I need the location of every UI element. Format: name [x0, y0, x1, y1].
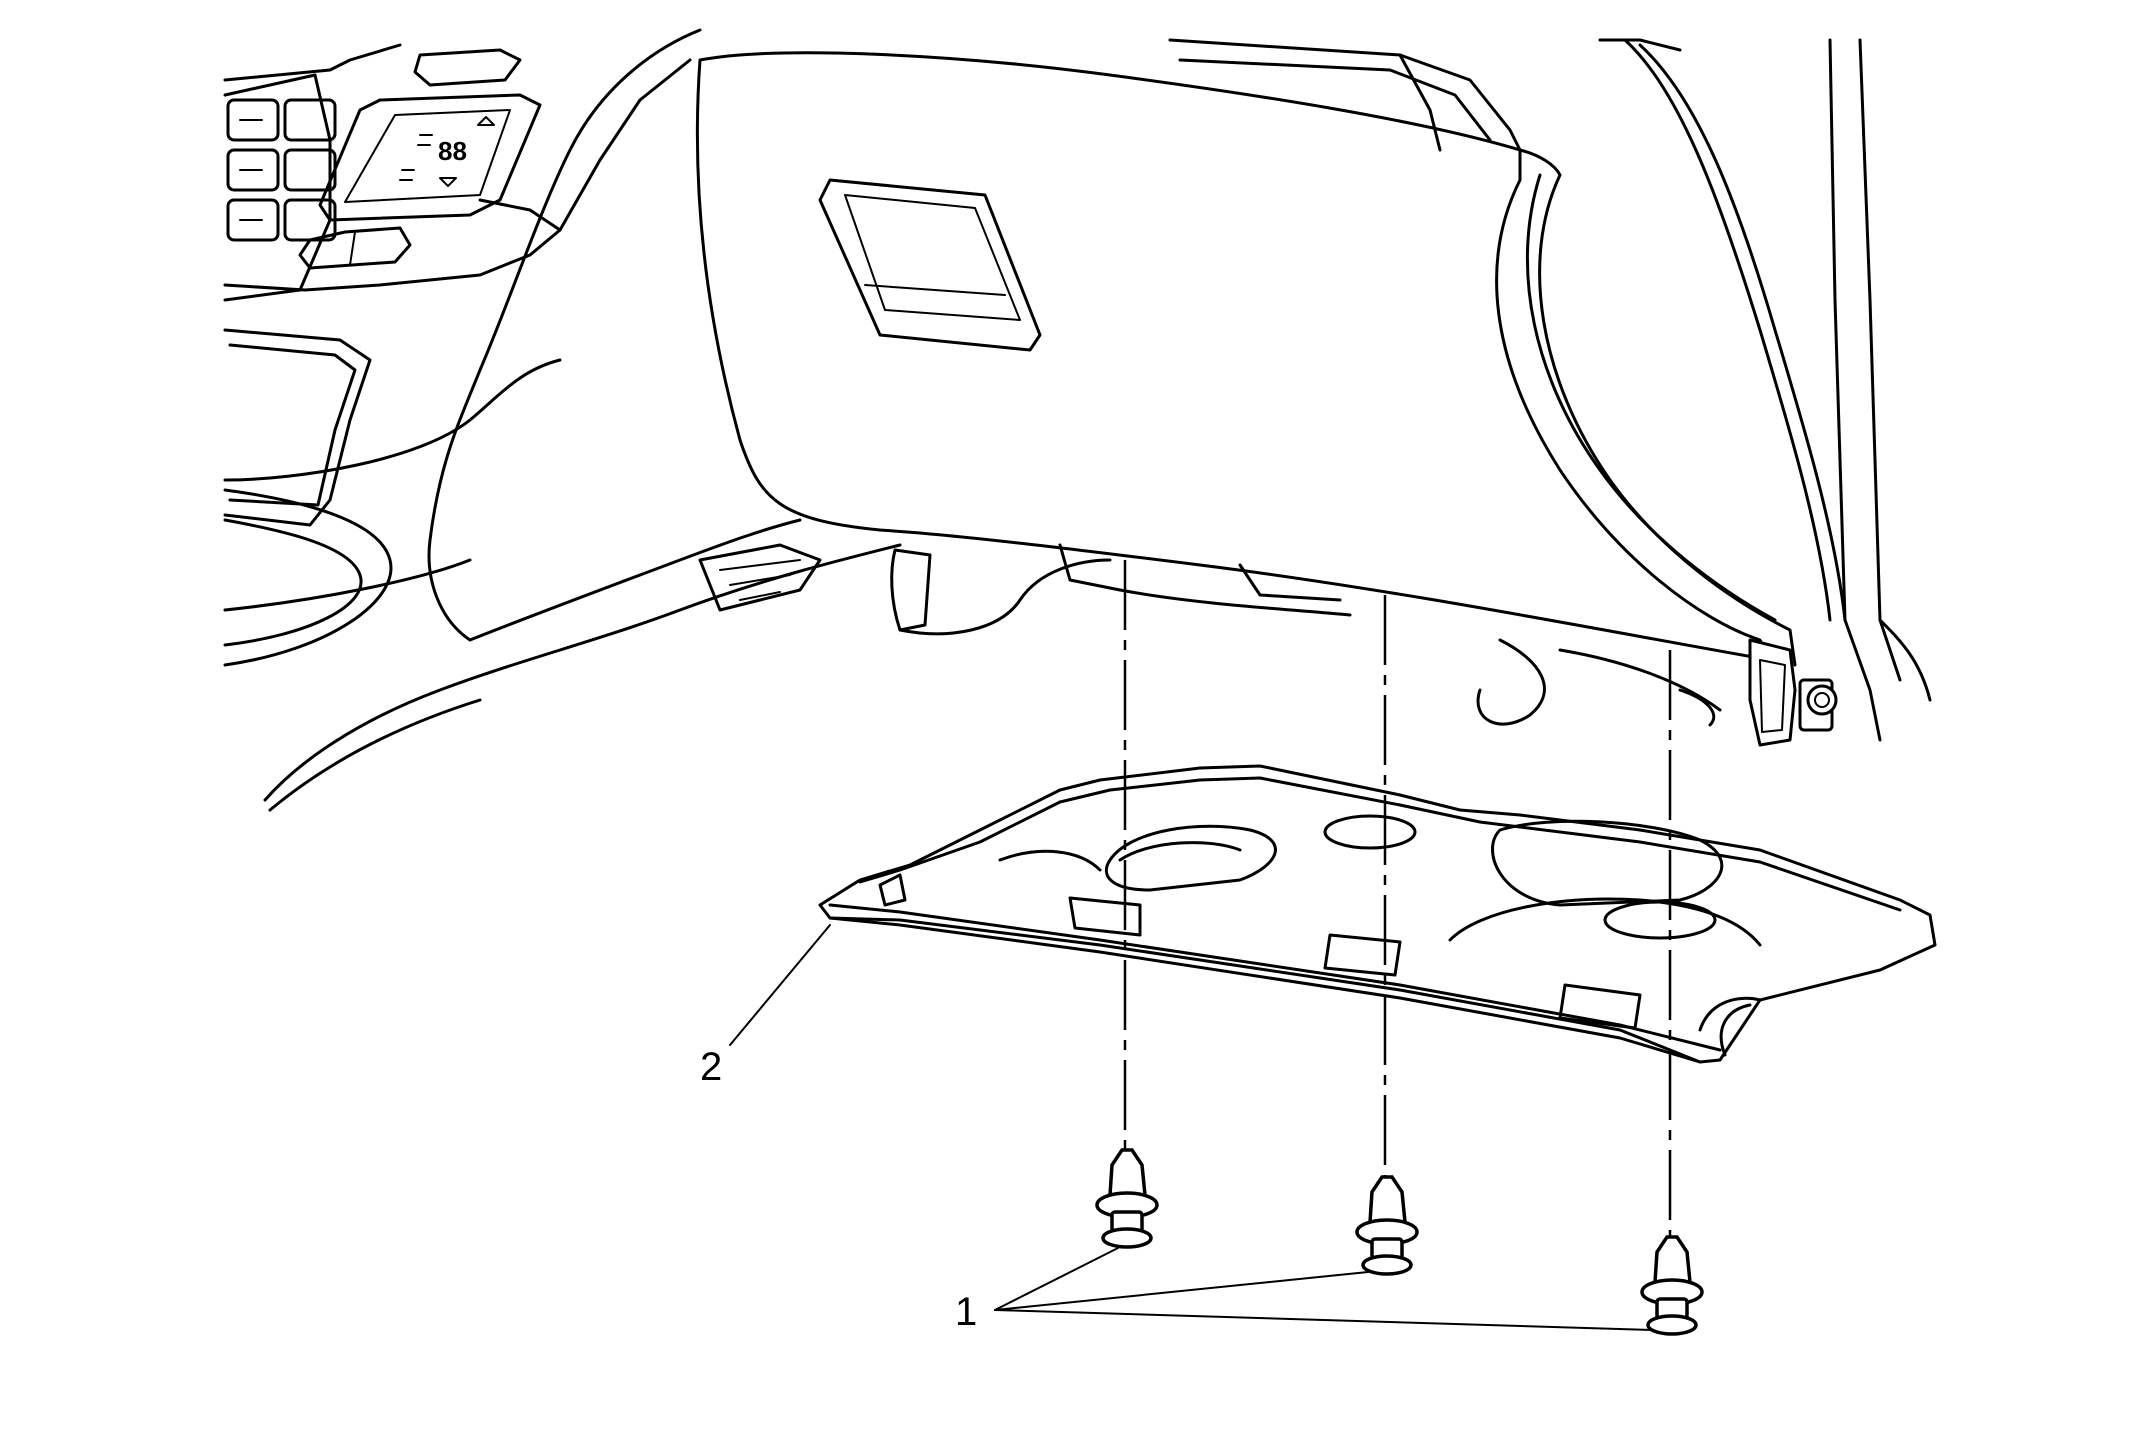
glove-box-door — [695, 51, 1772, 662]
center-console: 88 — [223, 28, 902, 812]
mounting-bracket — [1748, 638, 1838, 747]
display-readout: 88 — [438, 136, 467, 166]
leader-1-left — [994, 1247, 1119, 1311]
retainer-right — [1640, 1235, 1704, 1336]
retainer-left — [1095, 1148, 1159, 1249]
callout-2: 2 — [700, 1045, 722, 1089]
climate-display: 88 — [318, 93, 542, 222]
right-trim-panel — [1168, 38, 1932, 747]
leader-1-right — [994, 1309, 1653, 1331]
leader-2 — [729, 924, 831, 1046]
retainer-center — [1355, 1175, 1419, 1276]
leader-lines — [729, 924, 1653, 1331]
leader-1-center — [994, 1271, 1369, 1311]
glove-box-handle — [818, 178, 1042, 352]
callout-1: 1 — [955, 1290, 977, 1334]
under-dash-structure — [698, 543, 1722, 727]
insulator-panel — [818, 764, 1937, 1064]
climate-buttons — [226, 98, 337, 242]
alignment-lines — [1123, 560, 1672, 1245]
